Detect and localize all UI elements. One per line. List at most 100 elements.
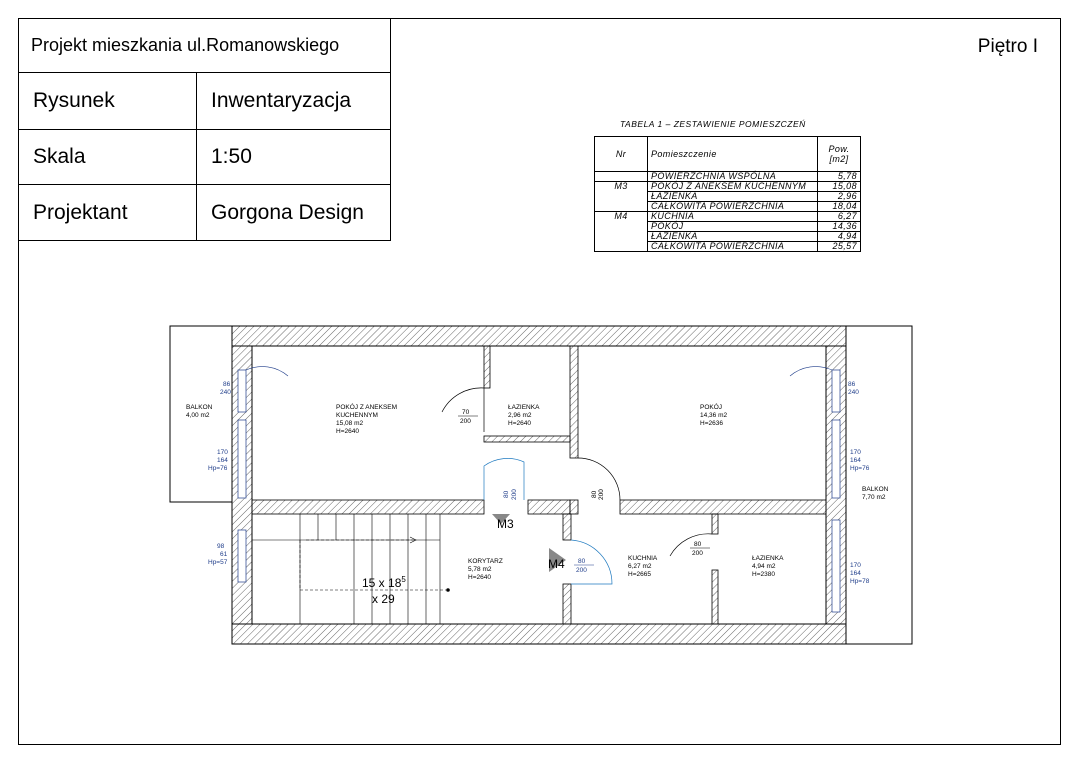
- door-dim: 80: [694, 541, 702, 548]
- window-dim: 98: [217, 543, 225, 550]
- balkon-left-area: 4,00 m2: [186, 412, 210, 419]
- door-m3-icon: [483, 458, 525, 500]
- wall-corridor-left: [251, 499, 485, 515]
- row-area: 25,57: [817, 241, 861, 252]
- door-dim: 200: [511, 489, 518, 500]
- stair-dim-line1: 15 x 185: [362, 575, 406, 590]
- kuchnia-name: KUCHNIA: [628, 555, 658, 562]
- window-right-bot: [831, 519, 841, 613]
- drawing-value: Inwentaryzacja: [211, 89, 352, 112]
- window-sash-icons: [245, 366, 833, 377]
- door-bath-m4-icon: [669, 533, 713, 557]
- drawing-sheet-border: [18, 18, 1061, 745]
- window-dim: 170: [217, 449, 228, 456]
- kuchnia-h: H=2665: [628, 571, 651, 578]
- pokoj-name: POKÓJ: [700, 402, 722, 411]
- balkon-right-name: BALKON: [862, 486, 889, 493]
- stair-arrow-icon: [409, 536, 417, 544]
- stair-dim-line2: x 29: [372, 592, 395, 606]
- wall-center-upper: [569, 345, 579, 459]
- lazienka-m3-area: 2,96 m2: [508, 412, 532, 419]
- wall-center-lower-a: [562, 513, 572, 541]
- designer-value: Gorgona Design: [211, 200, 364, 224]
- doors: [441, 387, 713, 585]
- wall-center-lower-b: [562, 583, 572, 625]
- room-table-title: TABELA 1 – ZESTAWIENIE POMIESZCZEŃ: [620, 119, 806, 129]
- door-bath-m3-icon: [441, 387, 485, 432]
- pokoj-h: H=2636: [700, 420, 723, 427]
- project-name: Projekt mieszkania ul.Romanowskiego: [31, 34, 340, 55]
- window-dim: 164: [217, 457, 228, 464]
- window-dim: Hp=78: [850, 578, 870, 585]
- title-block-divider: [196, 73, 197, 240]
- wall-bath-m4-b: [711, 569, 719, 625]
- header-area-top: Pow.: [828, 144, 850, 154]
- wall-bath-m3-bottom: [483, 435, 571, 443]
- row-nr: M4: [594, 211, 648, 252]
- window-dim: 240: [220, 389, 231, 396]
- window-dim: 61: [220, 551, 228, 558]
- drawing-label: Rysunek: [33, 89, 115, 112]
- title-block-row-drawing: Rysunek Inwentaryzacja: [19, 73, 391, 130]
- door-center-icon: [577, 457, 621, 501]
- wall-corridor-right: [619, 499, 827, 515]
- door-dim: 200: [576, 567, 587, 574]
- wall-bottom: [231, 623, 847, 645]
- room-table: Nr Pomieszczenie Pow. [m2] POWIERZCHNIA …: [594, 136, 861, 252]
- title-block: Projekt mieszkania ul.Romanowskiego Rysu…: [18, 18, 391, 241]
- window-right-mid: [831, 419, 841, 499]
- kuchnia-area: 6,27 m2: [628, 563, 652, 570]
- lazienka-m3-name: ŁAZIENKA: [508, 404, 540, 411]
- door-m4-icon: [570, 539, 613, 585]
- window-sash-icon: [245, 366, 289, 377]
- window-left-bot: [237, 529, 247, 583]
- title-block-row-scale: Skala 1:50: [19, 130, 391, 185]
- window-dim: 170: [850, 562, 861, 569]
- window-dim: 86: [848, 381, 856, 388]
- pokoj-area: 14,36 m2: [700, 412, 727, 419]
- lazienka-m4-area: 4,94 m2: [752, 563, 776, 570]
- wall-bath-m4-a: [711, 513, 719, 535]
- korytarz-area: 5,78 m2: [468, 566, 492, 573]
- door-dim: 200: [692, 550, 703, 557]
- window-dim: Hp=57: [208, 559, 228, 566]
- window-left-top: [237, 369, 247, 413]
- pokoj-aneks-area: 15,08 m2: [336, 420, 363, 427]
- interior-walls: [251, 345, 827, 625]
- scale-label: Skala: [33, 145, 86, 168]
- stair-dot: [446, 588, 450, 592]
- balkon-right-area: 7,70 m2: [862, 494, 886, 501]
- floor-label: Piętro I: [977, 36, 1038, 57]
- window-left-mid: [237, 419, 247, 499]
- window-right-top: [831, 369, 841, 413]
- door-dim: 80: [503, 490, 510, 498]
- window-sash-icon: [789, 366, 833, 377]
- apartment-m4-label: M4: [548, 557, 565, 571]
- balkon-left-name: BALKON: [186, 404, 213, 411]
- wall-center-joint: [569, 499, 579, 515]
- exterior-walls: [231, 325, 847, 645]
- balcony-right-outline: [845, 325, 913, 645]
- lazienka-m4-name: ŁAZIENKA: [752, 555, 784, 562]
- window-dim: 240: [848, 389, 859, 396]
- m3-marker-icon: [492, 514, 510, 524]
- window-dim: Hp=76: [850, 465, 870, 472]
- wall-top: [231, 325, 847, 347]
- window-dim: 170: [850, 449, 861, 456]
- scale-value: 1:50: [211, 145, 252, 168]
- stair-walk-line: [299, 540, 446, 591]
- window-dim: 164: [850, 570, 861, 577]
- window-dim: 86: [223, 381, 231, 388]
- header-area: Pow. [m2]: [817, 136, 861, 172]
- staircase: [252, 514, 450, 624]
- pokoj-aneks-h: H=2640: [336, 428, 359, 435]
- windows: [237, 369, 841, 613]
- apartment-m3-label: M3: [497, 517, 514, 531]
- designer-label: Projektant: [33, 200, 128, 224]
- window-dim: 164: [850, 457, 861, 464]
- pokoj-aneks-name1: POKÓJ Z ANEKSEM: [336, 402, 397, 411]
- pokoj-aneks-name2: KUCHENNYM: [336, 412, 378, 419]
- door-dim: 200: [460, 418, 471, 425]
- title-block-project-row: Projekt mieszkania ul.Romanowskiego: [19, 18, 391, 73]
- header-area-unit: [m2]: [829, 154, 849, 164]
